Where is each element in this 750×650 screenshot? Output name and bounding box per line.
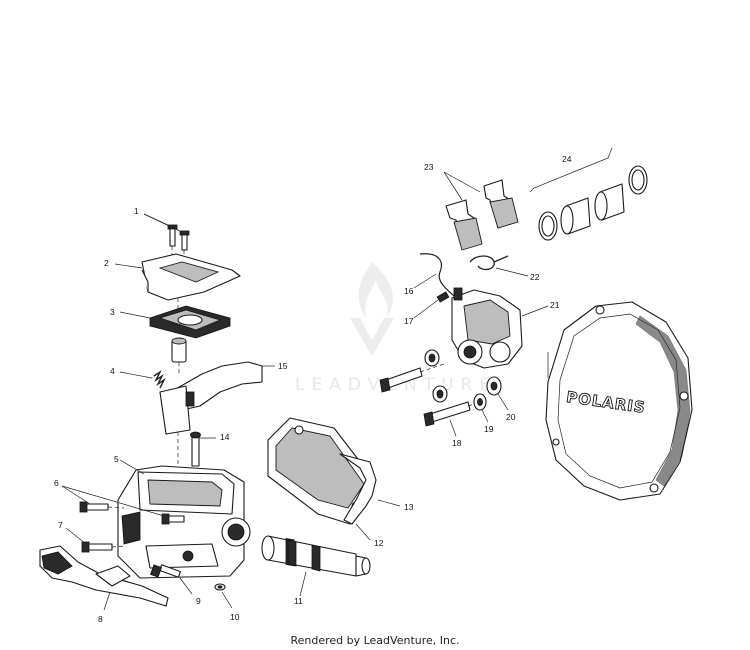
callout-20: 20 [506, 412, 516, 422]
callout-10: 10 [230, 612, 240, 622]
part-20-washer[interactable] [486, 376, 502, 396]
part-3-diaphragm[interactable] [149, 305, 231, 339]
callout-23: 23 [424, 162, 434, 172]
callout-numbers: 1 2 3 4 5 6 7 8 9 10 11 12 13 14 15 16 1… [54, 154, 572, 624]
callout-8: 8 [98, 614, 103, 624]
callout-18: 18 [452, 438, 462, 448]
callout-13: 13 [404, 502, 414, 512]
part-10-nut[interactable] [214, 583, 226, 591]
callout-22: 22 [530, 272, 540, 282]
callout-19: 19 [484, 424, 494, 434]
part-23-brake-pads[interactable] [445, 179, 519, 251]
part-2-cover[interactable] [141, 253, 241, 301]
callout-9: 9 [196, 596, 201, 606]
callout-14: 14 [220, 432, 230, 442]
callout-2: 2 [104, 258, 109, 268]
part-19-washer[interactable] [473, 393, 487, 411]
caliper-washers[interactable] [424, 349, 448, 403]
part-17-bleeder[interactable] [436, 291, 450, 303]
callout-24: 24 [562, 154, 572, 164]
part-21-caliper[interactable] [451, 287, 523, 369]
part-7-screw[interactable] [81, 541, 113, 553]
part-11-piston-assembly[interactable] [261, 535, 371, 577]
part-1-screws[interactable] [167, 224, 190, 251]
part-4-spring[interactable] [153, 369, 166, 389]
footer-credit: Rendered by LeadVenture, Inc. [290, 634, 460, 647]
callout-7: 7 [58, 520, 63, 530]
part-22-clip[interactable] [469, 255, 509, 271]
part-13-reservoir-gasket[interactable] [339, 453, 377, 525]
callout-17: 17 [404, 316, 414, 326]
callout-3: 3 [110, 307, 115, 317]
part-15-lever-bracket[interactable] [159, 361, 263, 435]
callout-5: 5 [114, 454, 119, 464]
callout-15: 15 [278, 361, 288, 371]
callout-16: 16 [404, 286, 414, 296]
callout-21: 21 [550, 300, 560, 310]
part-18-bolts[interactable] [379, 367, 471, 427]
part-8-brake-lever[interactable] [39, 545, 169, 607]
part-14-pin[interactable] [190, 431, 201, 467]
callout-4: 4 [110, 366, 115, 376]
callout-12: 12 [374, 538, 384, 548]
gear-case-cover[interactable]: POLARIS [545, 301, 693, 501]
callout-11: 11 [294, 596, 303, 606]
piston[interactable] [171, 337, 187, 363]
part-16-brake-line[interactable] [419, 253, 455, 297]
part-9-screw[interactable] [150, 564, 181, 578]
part-24-piston-seals[interactable] [538, 165, 648, 241]
callout-6: 6 [54, 478, 59, 488]
callout-1: 1 [134, 206, 139, 216]
part-5-master-cylinder-body[interactable] [117, 465, 251, 579]
